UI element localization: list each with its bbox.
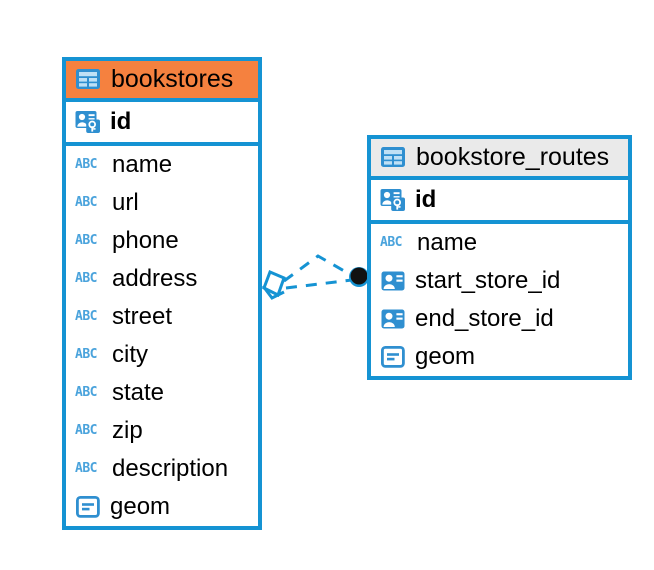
entity-table-bookstore-routes[interactable]: bookstore_routes [367, 135, 632, 380]
geometry-icon [75, 494, 101, 520]
abc-label: ABC [75, 461, 97, 477]
abc-text-icon: ABC [75, 266, 103, 292]
primary-key-icon [380, 187, 406, 213]
field-row[interactable]: id [371, 180, 628, 224]
diamond-marker [261, 270, 286, 300]
entity-title: bookstore_routes [416, 143, 610, 171]
entity-title: bookstores [111, 65, 234, 93]
abc-text-icon: ABC [75, 228, 103, 254]
abc-text-icon: ABC [75, 380, 103, 406]
abc-label: ABC [75, 195, 97, 211]
field-name: id [110, 107, 132, 135]
field-row[interactable]: ABC description [66, 450, 258, 488]
field-name: description [112, 454, 229, 482]
field-row[interactable]: ABC state [66, 374, 258, 412]
field-row[interactable]: ABC url [66, 184, 258, 222]
entity-fields-bookstore-routes: id ABC name start_sto [371, 180, 628, 376]
abc-label: ABC [75, 347, 97, 363]
foreign-key-icon [380, 268, 406, 294]
field-name: url [112, 188, 139, 216]
table-icon [75, 66, 101, 92]
abc-text-icon: ABC [75, 304, 103, 330]
entity-header-bookstores[interactable]: bookstores [66, 61, 258, 102]
entity-table-bookstores[interactable]: bookstores [62, 57, 262, 530]
abc-label: ABC [75, 271, 97, 287]
abc-text-icon: ABC [75, 152, 103, 178]
abc-label: ABC [75, 385, 97, 401]
abc-label: ABC [75, 233, 97, 249]
abc-text-icon: ABC [75, 190, 103, 216]
field-row[interactable]: ABC zip [66, 412, 258, 450]
field-name: name [417, 228, 478, 256]
field-name: address [112, 264, 198, 292]
primary-key-icon [75, 109, 101, 135]
field-name: id [415, 185, 437, 213]
relationship-line-upper [283, 254, 354, 283]
field-name: end_store_id [415, 304, 554, 332]
field-name: start_store_id [415, 266, 561, 294]
field-name: zip [112, 416, 143, 444]
abc-label: ABC [75, 157, 97, 173]
field-row[interactable]: id [66, 102, 258, 146]
abc-text-icon: ABC [75, 418, 103, 444]
foreign-key-icon [380, 306, 406, 332]
field-name: geom [415, 342, 476, 370]
abc-text-icon: ABC [75, 456, 103, 482]
entity-fields-bookstores: id ABC name ABC url ABC phone [66, 102, 258, 526]
field-name: name [112, 150, 173, 178]
geometry-icon [380, 344, 406, 370]
abc-label: ABC [380, 235, 402, 251]
entity-header-bookstore-routes[interactable]: bookstore_routes [371, 139, 628, 180]
field-name: geom [110, 492, 171, 520]
field-name: city [112, 340, 148, 368]
table-icon [380, 144, 406, 170]
abc-label: ABC [75, 309, 97, 325]
field-row[interactable]: geom [66, 488, 258, 526]
field-row[interactable]: ABC phone [66, 222, 258, 260]
field-name: state [112, 378, 165, 406]
field-name: street [112, 302, 173, 330]
field-row[interactable]: ABC city [66, 336, 258, 374]
filled-circle-marker [349, 267, 369, 287]
field-row[interactable]: geom [371, 338, 628, 376]
field-row[interactable]: ABC name [371, 224, 628, 262]
field-name: phone [112, 226, 179, 254]
relationship-line-lower [285, 278, 353, 290]
abc-label: ABC [75, 423, 97, 439]
field-row[interactable]: ABC name [66, 146, 258, 184]
field-row[interactable]: ABC street [66, 298, 258, 336]
abc-text-icon: ABC [75, 342, 103, 368]
field-row[interactable]: ABC address [66, 260, 258, 298]
abc-text-icon: ABC [380, 230, 408, 256]
field-row[interactable]: start_store_id [371, 262, 628, 300]
field-row[interactable]: end_store_id [371, 300, 628, 338]
